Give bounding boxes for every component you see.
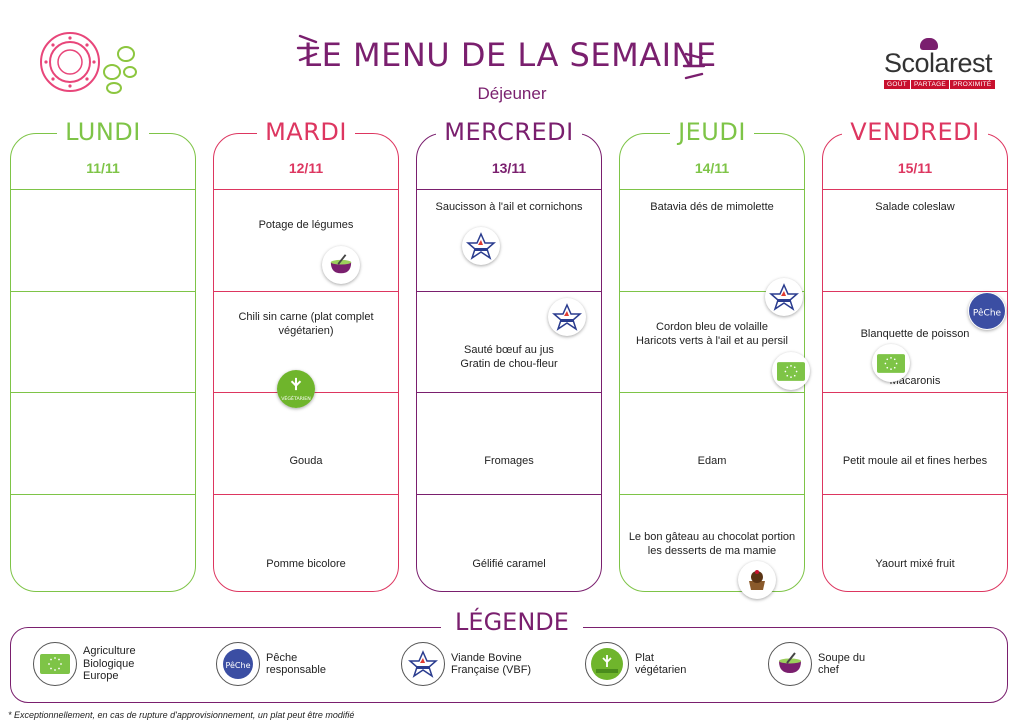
brand-tag: PARTAGE: [910, 80, 950, 89]
menu-item: Potage de légumes: [258, 219, 354, 231]
cake-icon: [738, 561, 776, 599]
legend-label: Pêche responsable: [266, 651, 326, 677]
day-date: 12/11: [288, 160, 324, 176]
page-subtitle: Déjeuner: [477, 84, 547, 103]
menu-item: Petit moule ail et fines herbes: [842, 455, 988, 467]
title-deco-right: [682, 52, 706, 80]
day-date: 13/11: [491, 160, 527, 176]
vbf-icon: [765, 278, 803, 316]
menu-item: Le bon gâteau au chocolat portion les de…: [628, 531, 796, 557]
vbf-icon: [462, 227, 500, 265]
row-divider: [417, 392, 601, 393]
vegetarian-icon: VÉGÉTARIEN: [277, 370, 315, 408]
chef-hat-icon: [920, 38, 938, 50]
brand-logo: Scolarest GOÛT PARTAGE PROXIMITÉ: [884, 38, 1014, 89]
day-name: LUNDI: [10, 118, 196, 146]
legend-item-vegetarien: Plat végétarien: [585, 642, 686, 686]
row-divider: [417, 189, 601, 190]
peche-responsable-icon: PêChe: [216, 642, 260, 686]
organic-eu-icon: [872, 344, 910, 382]
menu-item: Gélifié caramel: [472, 558, 546, 570]
row-divider: [823, 291, 1007, 292]
menu-item: Cordon bleu de volaille Haricots verts à…: [636, 321, 788, 347]
row-divider: [11, 392, 195, 393]
row-divider: [417, 291, 601, 292]
menu-item: Gouda: [289, 455, 323, 467]
menu-item: Batavia dés de mimolette: [650, 201, 774, 213]
day-name: MERCREDI: [416, 118, 602, 146]
day-name: MARDI: [213, 118, 399, 146]
legend-item-soupe: Soupe du chef: [768, 642, 865, 686]
plate-icon: [40, 32, 100, 92]
row-divider: [823, 392, 1007, 393]
menu-item: Saucisson à l'ail et cornichons: [435, 201, 583, 213]
day-date: 15/11: [897, 160, 933, 176]
row-divider: [214, 189, 398, 190]
brand-name: Scolarest: [884, 48, 993, 78]
footnote: * Exceptionnellement, en cas de rupture …: [8, 710, 355, 720]
legend-item-organic: Agriculture Biologique Europe: [33, 642, 136, 686]
menu-item: Blanquette de poisson: [860, 328, 970, 340]
vbf-icon: [548, 298, 586, 336]
organic-eu-icon: [772, 352, 810, 390]
day-date: 14/11: [694, 160, 730, 176]
row-divider: [417, 494, 601, 495]
menu-item: Edam: [697, 455, 727, 467]
peche-responsable-icon: PêChe: [968, 292, 1006, 330]
menu-item: Sauté bœuf au jus Gratin de chou-fleur: [460, 344, 558, 370]
organic-eu-icon: [33, 642, 77, 686]
page-title: LE MENU DE LA SEMAINE: [303, 36, 717, 74]
legend-title: LÉGENDE: [0, 608, 1024, 636]
row-divider: [214, 291, 398, 292]
menu-item: Macaronis: [889, 375, 941, 387]
day-name: JEUDI: [619, 118, 805, 146]
row-divider: [620, 291, 804, 292]
row-divider: [11, 291, 195, 292]
day-column: 11/11: [10, 133, 196, 592]
legend-label: Plat végétarien: [635, 651, 687, 677]
soup-icon: [768, 642, 812, 686]
svg-text:PêChe: PêChe: [973, 308, 1002, 319]
soup-icon: [322, 246, 360, 284]
brand-tags: GOÛT PARTAGE PROXIMITÉ: [884, 80, 1014, 89]
menu-item: Fromages: [484, 455, 534, 467]
vegetarian-icon: [585, 642, 629, 686]
row-divider: [11, 494, 195, 495]
menu-item: Pomme bicolore: [266, 558, 346, 570]
menu-item: Chili sin carne (plat complet végétarien…: [238, 311, 374, 337]
row-divider: [620, 392, 804, 393]
legend-item-peche: PêChe Pêche responsable: [216, 642, 326, 686]
row-divider: [620, 189, 804, 190]
legend-label: Soupe du chef: [818, 651, 866, 677]
day-date: 11/11: [86, 160, 120, 176]
brand-tag: PROXIMITÉ: [950, 80, 995, 89]
menu-item: Salade coleslaw: [875, 201, 955, 213]
row-divider: [11, 189, 195, 190]
legend-label: Viande Bovine Française (VBF): [451, 651, 532, 677]
vbf-icon: [401, 642, 445, 686]
row-divider: [823, 494, 1007, 495]
menu-item: Yaourt mixé fruit: [875, 558, 955, 570]
row-divider: [620, 494, 804, 495]
legend-label: Agriculture Biologique Europe: [83, 645, 136, 683]
day-name: VENDREDI: [822, 118, 1008, 146]
row-divider: [214, 494, 398, 495]
peas-icon: [103, 46, 137, 94]
legend-item-vbf: Viande Bovine Française (VBF): [401, 642, 531, 686]
row-divider: [823, 189, 1007, 190]
brand-tag: GOÛT: [884, 80, 910, 89]
svg-text:PêChe: PêChe: [225, 660, 250, 670]
svg-text:VÉGÉTARIEN: VÉGÉTARIEN: [281, 394, 311, 402]
title-deco-left: [296, 34, 320, 62]
